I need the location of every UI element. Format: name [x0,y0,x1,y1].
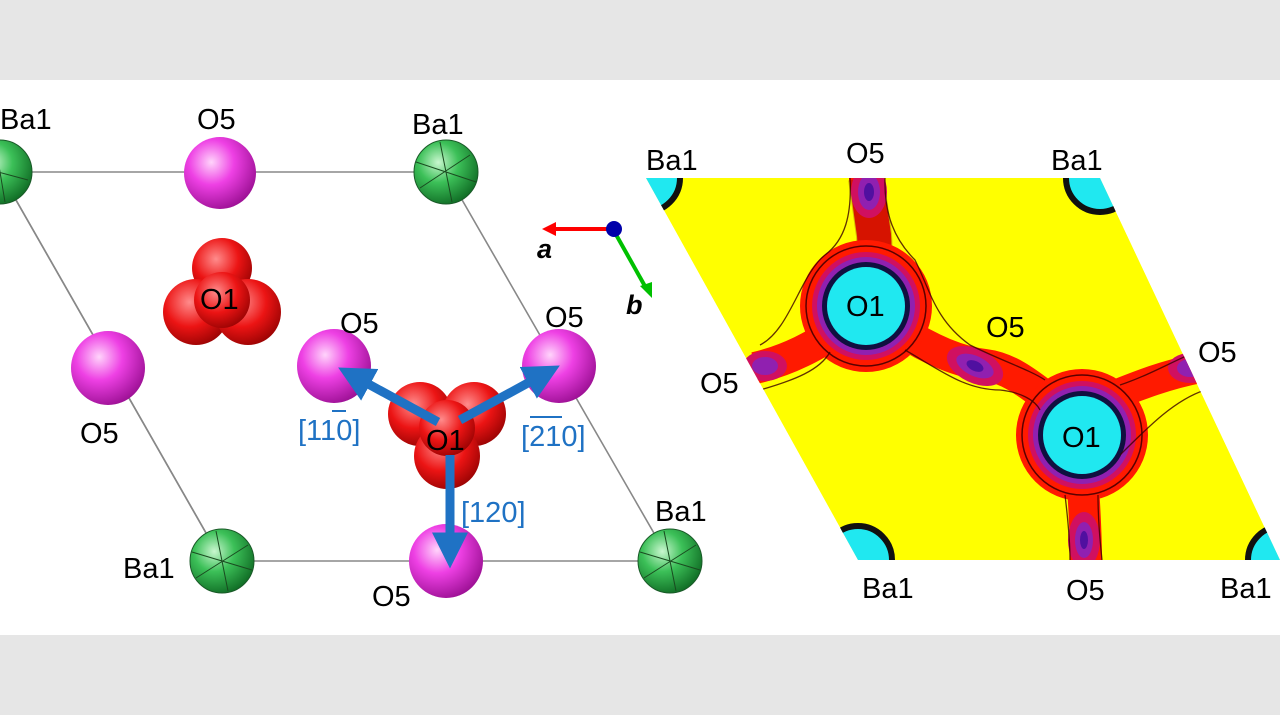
atom-label: Ba1 [1220,573,1272,605]
atom-label: O1 [1062,422,1101,454]
crystal-axes: a b [537,221,652,320]
atom-label: O5 [986,312,1025,344]
o1-cluster [163,238,281,345]
o5-atom [184,137,256,209]
axis-a-label: a [537,234,552,264]
direction-label-1-2-0: [120] [461,497,526,529]
ba1-atom [0,139,33,205]
direction-label-1-bar1-0: [110] [298,410,360,447]
o5-atom [297,329,371,403]
atom-label: O5 [80,418,119,450]
svg-text:[210]: [210] [521,421,586,453]
ba1-atom [637,528,703,594]
svg-text:[110]: [110] [298,415,360,447]
crystal-structure-panel: Ba1 O5 Ba1 O1 O5 O5 O5 O1 Ba1 O5 Ba1 [11… [0,104,707,613]
atom-label: O1 [200,284,239,316]
electron-density-map: Ba1 O5 Ba1 O1 O5 O5 O5 O1 Ba1 O5 Ba1 [646,138,1280,607]
o5-atom [71,331,145,405]
atom-label: O5 [700,368,739,400]
o5-density [1068,512,1100,560]
axis-b-label: b [626,290,643,320]
atom-label: Ba1 [655,496,707,528]
atom-label: O5 [846,138,885,170]
atom-label: O5 [197,104,236,136]
atom-label: O1 [426,425,465,457]
direction-label-bar2-1-0: [210] [521,416,586,453]
o5-atom [522,329,596,403]
atom-label: O5 [1066,575,1105,607]
direction-arrow-1-bar1-0 [338,367,441,426]
atom-label: Ba1 [862,573,914,605]
direction-arrow-bar2-1-0 [457,365,560,424]
ba1-atom [413,139,479,205]
atom-label: Ba1 [1051,145,1103,177]
ba1-density [646,178,683,215]
atom-label: O5 [372,581,411,613]
atom-label: Ba1 [646,145,698,177]
atom-label: Ba1 [123,553,175,585]
atom-label: O5 [340,308,379,340]
ba1-density [1245,523,1280,560]
atom-label: Ba1 [0,104,52,136]
atom-label: O5 [1198,337,1237,369]
ba1-atom [189,528,255,594]
o5-density [946,346,1004,386]
atom-label: O1 [846,291,885,323]
atom-label: Ba1 [412,109,464,141]
o5-density [851,178,887,218]
atom-label: O5 [545,302,584,334]
